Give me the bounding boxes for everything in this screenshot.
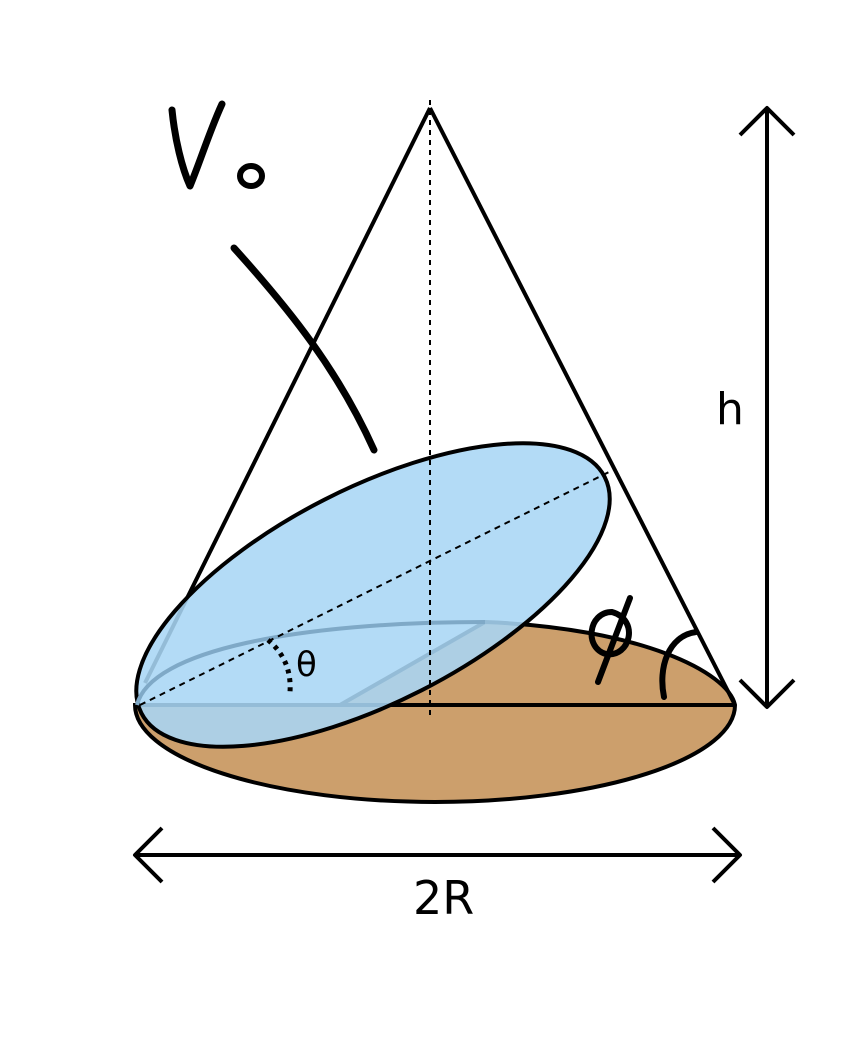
phi-label (588, 595, 633, 685)
phi-angle-arc (659, 629, 699, 700)
theta-angle-arc (266, 638, 293, 693)
cone-right-side (428, 107, 737, 706)
height-arrow (738, 106, 796, 709)
theta-label: θ (296, 645, 317, 685)
cone-left-side (143, 107, 432, 684)
plane-major-axis (139, 469, 614, 706)
diameter-arrow (133, 826, 742, 884)
volume-leader-line (230, 244, 378, 454)
diameter-label: 2R (413, 871, 474, 925)
cone-base (132, 619, 738, 804)
height-label: h (716, 384, 744, 435)
base-rim-through-plane (135, 620, 486, 706)
tilted-cutting-plane (134, 441, 612, 749)
volume-label (168, 100, 265, 190)
